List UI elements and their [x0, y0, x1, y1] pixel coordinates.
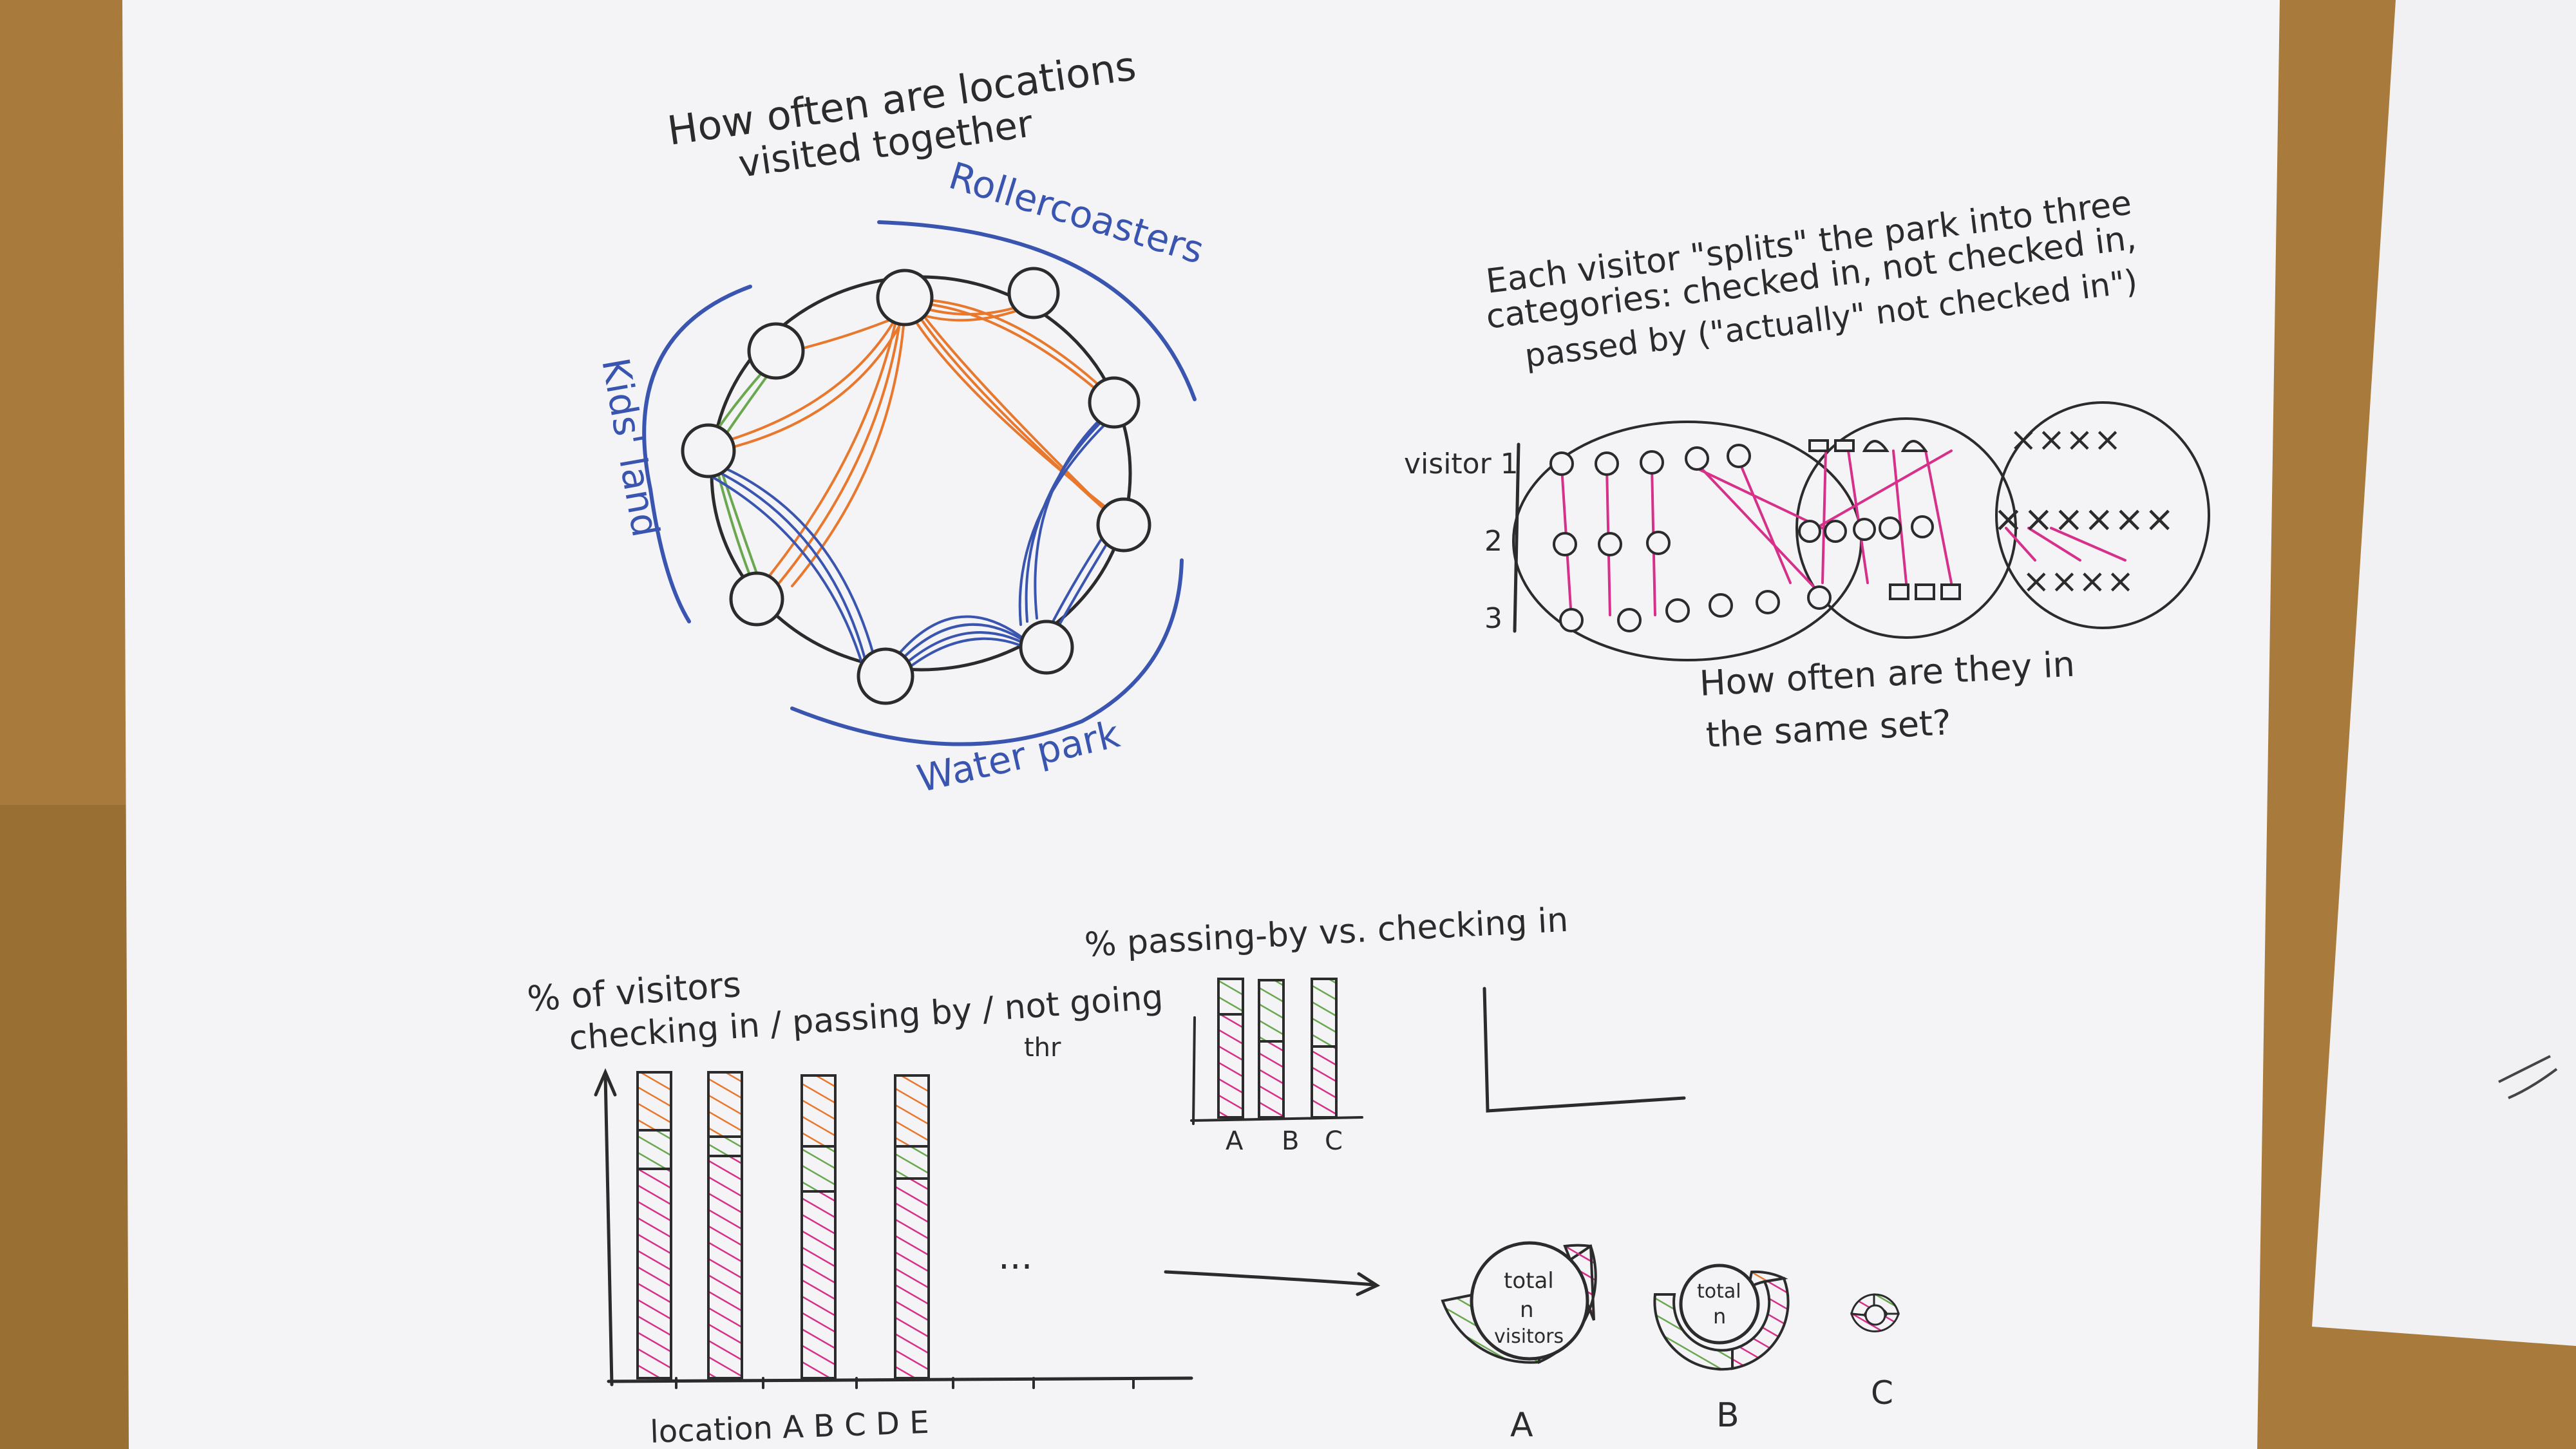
- small-bar-segment-pink: [1217, 1013, 1244, 1119]
- donut-sketches: total n visitors A total n B C: [1441, 1241, 1900, 1444]
- bar-segment-green: [636, 1129, 672, 1170]
- arc-water-park: [790, 558, 1184, 746]
- location-node: [1096, 497, 1151, 553]
- row-label-2: 2: [1484, 525, 1502, 558]
- bar-segment-orange: [636, 1071, 672, 1132]
- chords-blue: [710, 411, 1122, 677]
- visitor-row-2: [1553, 515, 1934, 556]
- bar-segment-pink: [894, 1177, 930, 1379]
- bar-segment-pink: [800, 1190, 837, 1379]
- donut-b-text-2: n: [1713, 1304, 1726, 1329]
- bar-segment-orange: [894, 1074, 930, 1148]
- bar-segment-orange: [800, 1074, 837, 1148]
- bar-segment-pink: [707, 1155, 743, 1379]
- small-bar-segment-green: [1311, 978, 1338, 1048]
- small-bar-label-a: A: [1226, 1126, 1244, 1156]
- small-bar-segment-pink: [1258, 1040, 1285, 1119]
- bar-segment-pink: [636, 1168, 672, 1379]
- transition-arrow: [1164, 1270, 1381, 1296]
- bars-y-axis: [603, 1074, 614, 1387]
- bar-segment-green: [800, 1145, 837, 1193]
- set-not-checked-in: [1995, 401, 2210, 629]
- donut-label-b: B: [1716, 1396, 1739, 1435]
- row-label-visitor-1: visitor 1: [1404, 448, 1519, 480]
- location-node: [729, 571, 784, 627]
- donut-a-text-2: n: [1520, 1297, 1534, 1323]
- location-node: [681, 423, 736, 478]
- small-bars: [1217, 978, 1338, 1119]
- sketch-bars: [636, 1071, 930, 1379]
- bars-x-axis: [607, 1376, 1193, 1383]
- bar-segment-green: [707, 1135, 743, 1157]
- donut-a: total n visitors A: [1441, 1241, 1597, 1444]
- side-paper: [2312, 0, 2576, 1346]
- donut-b: total n B: [1653, 1264, 1790, 1435]
- location-node: [857, 647, 914, 705]
- location-node: [747, 322, 805, 380]
- small-bar-segment-pink: [1311, 1045, 1338, 1119]
- not-checked-row-2: ××××××: [1993, 498, 2175, 540]
- bars-title-line3: thr: [1024, 1033, 1061, 1063]
- donut-a-text-1: total: [1504, 1268, 1554, 1294]
- row-label-3: 3: [1484, 602, 1502, 635]
- visitor-row-3: [1559, 583, 1961, 632]
- arc-kids-land: [642, 285, 752, 623]
- donut-b-text-1: total: [1697, 1280, 1741, 1303]
- small-bar-segment-green: [1258, 979, 1285, 1043]
- desk-plank-shade: [0, 805, 129, 1449]
- location-node: [876, 269, 934, 327]
- location-node: [1088, 376, 1141, 429]
- small-bar-label-b: B: [1282, 1126, 1299, 1156]
- location-node: [1019, 620, 1074, 675]
- not-checked-row-1: ××××: [2009, 421, 2121, 459]
- bar-segment-orange: [707, 1071, 743, 1138]
- side-paper-scribble: [2498, 1055, 2558, 1099]
- not-checked-row-3: ××××: [2022, 562, 2134, 601]
- small-bar-label-c: C: [1325, 1126, 1343, 1156]
- visitor-row-1: [1549, 439, 1928, 476]
- bar-segment-green: [894, 1145, 930, 1180]
- location-nodes: [681, 267, 1151, 705]
- bars-y-arrow: [594, 1068, 617, 1097]
- set-passed-by: [1795, 417, 2017, 639]
- small-bar-segment-green: [1217, 978, 1244, 1016]
- donut-label-c: C: [1871, 1374, 1893, 1412]
- bars-x-ticks: [675, 1377, 1135, 1389]
- row-axis: [1513, 442, 1520, 633]
- donut-label-a: A: [1510, 1406, 1533, 1444]
- donut-a-text-3: visitors: [1494, 1325, 1564, 1348]
- donut-c: C: [1850, 1293, 1900, 1412]
- bars-ellipsis: ...: [998, 1236, 1032, 1278]
- empty-axes: [1482, 987, 1686, 1113]
- arc-rollercoasters: [877, 220, 1197, 401]
- small-y-axis: [1192, 1016, 1196, 1125]
- location-node: [1007, 267, 1060, 319]
